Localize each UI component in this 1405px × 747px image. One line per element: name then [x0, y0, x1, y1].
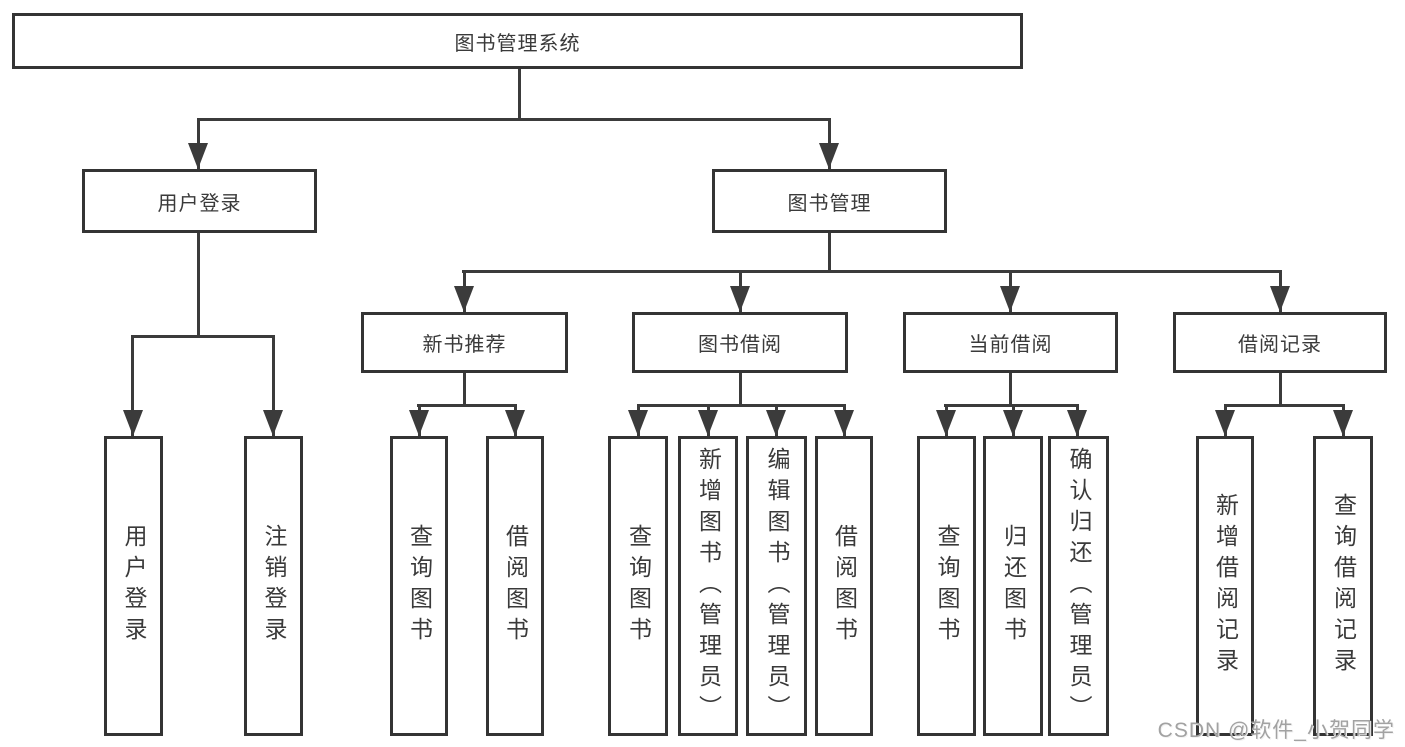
node-current-borrowing: 当前借阅: [903, 312, 1118, 373]
connector-line: [417, 404, 517, 407]
arrow-down-icon: [1333, 410, 1353, 436]
leaf-label: 编辑图书（管理员）: [764, 446, 790, 726]
leaf-add-books-admin: 新增图书（管理员）: [678, 436, 738, 736]
arrow-down-icon: [766, 410, 786, 436]
node-user-login: 用户登录: [82, 169, 317, 233]
leaf-label: 查询借阅记录: [1330, 493, 1357, 679]
arrow-down-icon: [123, 410, 143, 436]
watermark: CSDN @软件_小贺同学: [1157, 719, 1395, 742]
leaf-borrow-books: 借阅图书: [815, 436, 873, 736]
leaf-user-login: 用户登录: [104, 436, 163, 736]
arrow-down-icon: [1000, 286, 1020, 312]
connector-line: [462, 270, 1282, 273]
leaf-query-borrow-record: 查询借阅记录: [1313, 436, 1373, 736]
connector-line: [272, 335, 275, 436]
leaf-confirm-return-admin: 确认归还（管理员）: [1048, 436, 1109, 736]
connector-line: [944, 404, 1079, 407]
node-borrow-records: 借阅记录: [1173, 312, 1387, 373]
connector-line: [131, 335, 275, 338]
leaf-query-books-current: 查询图书: [917, 436, 976, 736]
leaf-return-books: 归还图书: [983, 436, 1043, 736]
node-book-borrowing: 图书借阅: [632, 312, 848, 373]
leaf-label: 归还图书: [1000, 524, 1027, 648]
leaf-label: 注销登录: [261, 524, 287, 648]
arrow-down-icon: [409, 410, 429, 436]
leaf-label: 借阅图书: [502, 524, 529, 648]
arrow-down-icon: [1215, 410, 1235, 436]
connector-line: [637, 404, 846, 407]
leaf-logout: 注销登录: [244, 436, 303, 736]
arrow-down-icon: [1067, 410, 1087, 436]
leaf-query-books-borrowing: 查询图书: [608, 436, 668, 736]
leaf-label: 确认归还（管理员）: [1066, 446, 1092, 726]
leaf-label: 借阅图书: [831, 524, 858, 648]
connector-line: [518, 69, 521, 119]
leaf-add-borrow-record: 新增借阅记录: [1196, 436, 1254, 736]
leaf-label: 用户登录: [121, 524, 147, 648]
connector-line: [463, 373, 466, 406]
node-library-system: 图书管理系统: [12, 13, 1023, 69]
arrow-down-icon: [1270, 286, 1290, 312]
leaf-borrow-books-recommend: 借阅图书: [486, 436, 544, 736]
leaf-label: 查询图书: [934, 524, 960, 648]
leaf-label: 查询图书: [406, 524, 433, 648]
connector-line: [739, 373, 742, 406]
arrow-down-icon: [1003, 410, 1023, 436]
connector-line: [197, 118, 831, 121]
leaf-edit-books-admin: 编辑图书（管理员）: [746, 436, 807, 736]
connector-line: [828, 233, 831, 272]
connector-line: [1009, 373, 1012, 406]
node-new-book-recommend: 新书推荐: [361, 312, 568, 373]
connector-line: [197, 233, 200, 337]
leaf-label: 查询图书: [625, 524, 652, 648]
arrow-down-icon: [819, 143, 839, 169]
arrow-down-icon: [698, 410, 718, 436]
connector-line: [1224, 404, 1345, 407]
arrow-down-icon: [628, 410, 648, 436]
arrow-down-icon: [188, 143, 208, 169]
node-book-management: 图书管理: [712, 169, 947, 233]
arrow-down-icon: [730, 286, 750, 312]
arrow-down-icon: [263, 410, 283, 436]
arrow-down-icon: [936, 410, 956, 436]
connector-line: [131, 335, 134, 436]
arrow-down-icon: [505, 410, 525, 436]
connector-line: [1279, 373, 1282, 406]
arrow-down-icon: [454, 286, 474, 312]
leaf-label: 新增借阅记录: [1212, 493, 1239, 679]
arrow-down-icon: [834, 410, 854, 436]
leaf-query-books-recommend: 查询图书: [390, 436, 448, 736]
leaf-label: 新增图书（管理员）: [695, 446, 722, 726]
